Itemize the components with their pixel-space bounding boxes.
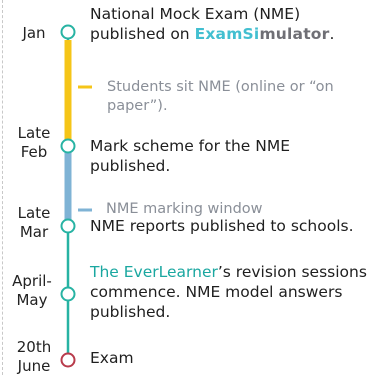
date-late-feb: Late Feb: [8, 124, 60, 162]
date-exam: 20th June: [8, 338, 60, 376]
left-dashed-border: [2, 0, 3, 375]
date-late-feb-line1: Late: [17, 124, 51, 142]
node-exam: [60, 352, 76, 368]
revision-line1: The EverLearner’s revision sessions: [90, 262, 367, 282]
examsimulator-logo[interactable]: ExamSimulator: [195, 25, 330, 43]
marking-window-bar: [64, 140, 72, 220]
event-exam: Exam: [90, 349, 134, 367]
logo-part-1: ExamSi: [194, 25, 260, 43]
date-late-mar: Late Mar: [8, 204, 60, 242]
event-nme-published: National Mock Exam (NME) published on Ex…: [90, 4, 334, 44]
students-sit-line2: paper”).: [107, 98, 168, 114]
event-revision: The EverLearner’s revision sessions comm…: [90, 262, 367, 322]
node-late-feb: [60, 138, 76, 154]
event-nme-line1: National Mock Exam (NME): [90, 5, 301, 23]
revision-line2: commence. NME model answers: [90, 283, 343, 301]
date-jan-text: Jan: [22, 24, 46, 42]
date-jan: Jan: [8, 24, 60, 43]
event-reports: NME reports published to schools.: [90, 217, 354, 235]
event-nme-prefix: published on: [90, 25, 195, 43]
date-april-may-line2: May: [16, 291, 48, 309]
node-jan: [60, 24, 76, 40]
event-mark-scheme: Mark scheme for the NME published.: [90, 137, 291, 175]
date-april-may-line1: April-: [12, 272, 52, 290]
event-marking-window: NME marking window: [106, 201, 263, 217]
revision-line3: published.: [90, 303, 171, 321]
event-nme-suffix: .: [329, 25, 335, 43]
date-late-feb-line2: Feb: [20, 143, 48, 161]
logo-part-2: mulator: [259, 25, 330, 43]
event-nme-line2: published on ExamSimulator.: [90, 24, 334, 44]
node-late-mar: [60, 218, 76, 234]
event-students-sit: Students sit NME (online or “on paper”).: [107, 78, 334, 116]
students-sit-line1: Students sit NME (online or “on: [107, 79, 334, 95]
everlearner-link[interactable]: The EverLearner: [90, 263, 218, 281]
date-exam-line2: June: [17, 357, 51, 375]
node-april-may: [60, 286, 76, 302]
date-late-mar-line2: Mar: [19, 223, 49, 241]
revision-line1-rest: ’s revision sessions: [217, 263, 367, 281]
nme-sitting-bar: [64, 40, 72, 140]
date-late-mar-line1: Late: [17, 204, 51, 222]
date-exam-line1: 20th: [16, 338, 52, 356]
date-april-may: April- May: [6, 272, 58, 310]
